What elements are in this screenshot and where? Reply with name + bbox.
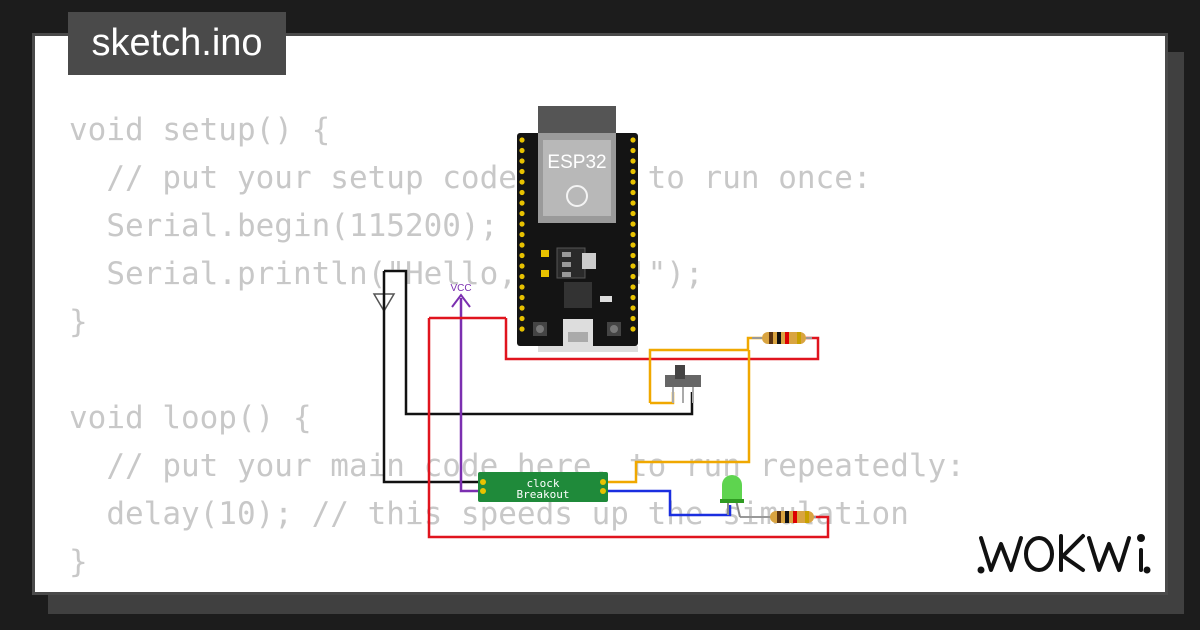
wire-red-resistor — [427, 318, 830, 539]
header-pin[interactable] — [519, 231, 525, 238]
header-pin[interactable] — [519, 242, 525, 248]
breakout-label-1: clock — [526, 477, 559, 490]
code-line: } — [69, 304, 88, 340]
header-pin[interactable] — [630, 189, 636, 196]
header-pin[interactable] — [519, 305, 525, 311]
header-pin[interactable] — [630, 200, 636, 206]
header-pin[interactable] — [630, 273, 636, 280]
header-pin[interactable] — [519, 263, 525, 269]
header-pin[interactable] — [630, 137, 636, 143]
header-pin[interactable] — [630, 326, 636, 332]
header-pin[interactable] — [630, 210, 636, 217]
wire-black-ground — [384, 269, 694, 416]
header-pin[interactable] — [519, 326, 525, 332]
header-pin[interactable] — [519, 210, 525, 217]
header-pin[interactable] — [630, 305, 636, 311]
wokwi-logo — [977, 534, 1151, 574]
wire-black-breakout — [382, 271, 483, 484]
header-pin[interactable] — [519, 221, 525, 227]
header-pin[interactable] — [630, 168, 636, 175]
header-pin[interactable] — [519, 273, 525, 280]
wire-orange-switch — [648, 336, 762, 403]
resistor-bottom[interactable] — [740, 511, 816, 523]
header-pin[interactable] — [630, 147, 636, 154]
wifi-icon — [566, 185, 588, 207]
esp32-board[interactable]: ESP32 — [517, 106, 638, 352]
header-pin[interactable] — [519, 252, 525, 259]
code-listing: void setup() { // put your setup code he… — [69, 106, 965, 586]
wire-blue — [603, 489, 732, 517]
header-pin[interactable] — [519, 137, 525, 143]
header-pin[interactable] — [630, 158, 636, 164]
led-green[interactable] — [720, 475, 744, 518]
header-pin[interactable] — [519, 158, 525, 164]
wire-orange-breakout — [603, 350, 751, 484]
header-pin[interactable] — [630, 263, 636, 269]
file-tab[interactable]: sketch.ino — [68, 12, 286, 75]
breakout-label-2: Breakout — [517, 488, 570, 501]
clock-breakout[interactable]: clock Breakout — [478, 472, 608, 502]
header-pin[interactable] — [630, 252, 636, 259]
code-line: delay(10); // this speeds up the simulat… — [69, 496, 909, 532]
code-line: void loop() { — [69, 400, 312, 436]
code-line: Serial.begin(115200); — [69, 208, 499, 244]
header-pin[interactable] — [519, 315, 525, 322]
header-pin[interactable] — [630, 179, 636, 185]
wire-orange-switch-left — [650, 392, 675, 405]
header-pin[interactable] — [519, 200, 525, 206]
vcc-symbol[interactable]: VCC — [450, 283, 472, 308]
header-pin[interactable] — [630, 231, 636, 238]
resistor-top[interactable] — [752, 332, 812, 344]
header-pin[interactable] — [630, 242, 636, 248]
wires — [382, 269, 830, 539]
pin-header-right — [630, 137, 636, 332]
code-line: void setup() { — [69, 112, 331, 148]
header-pin[interactable] — [519, 179, 525, 185]
header-pin[interactable] — [519, 147, 525, 154]
header-pin[interactable] — [519, 284, 525, 290]
header-pin[interactable] — [519, 168, 525, 175]
wire-purple-vcc — [459, 298, 483, 493]
pin-header-left — [519, 137, 525, 332]
header-pin[interactable] — [630, 315, 636, 322]
header-pin[interactable] — [630, 221, 636, 227]
header-pin[interactable] — [519, 189, 525, 196]
header-pin[interactable] — [630, 284, 636, 290]
board-label: ESP32 — [547, 152, 606, 173]
wire-red-esp — [504, 318, 820, 361]
header-pin[interactable] — [630, 294, 636, 301]
vcc-label: VCC — [450, 283, 471, 294]
header-pin[interactable] — [519, 294, 525, 301]
code-line: } — [69, 544, 88, 580]
slide-switch[interactable] — [665, 365, 701, 403]
